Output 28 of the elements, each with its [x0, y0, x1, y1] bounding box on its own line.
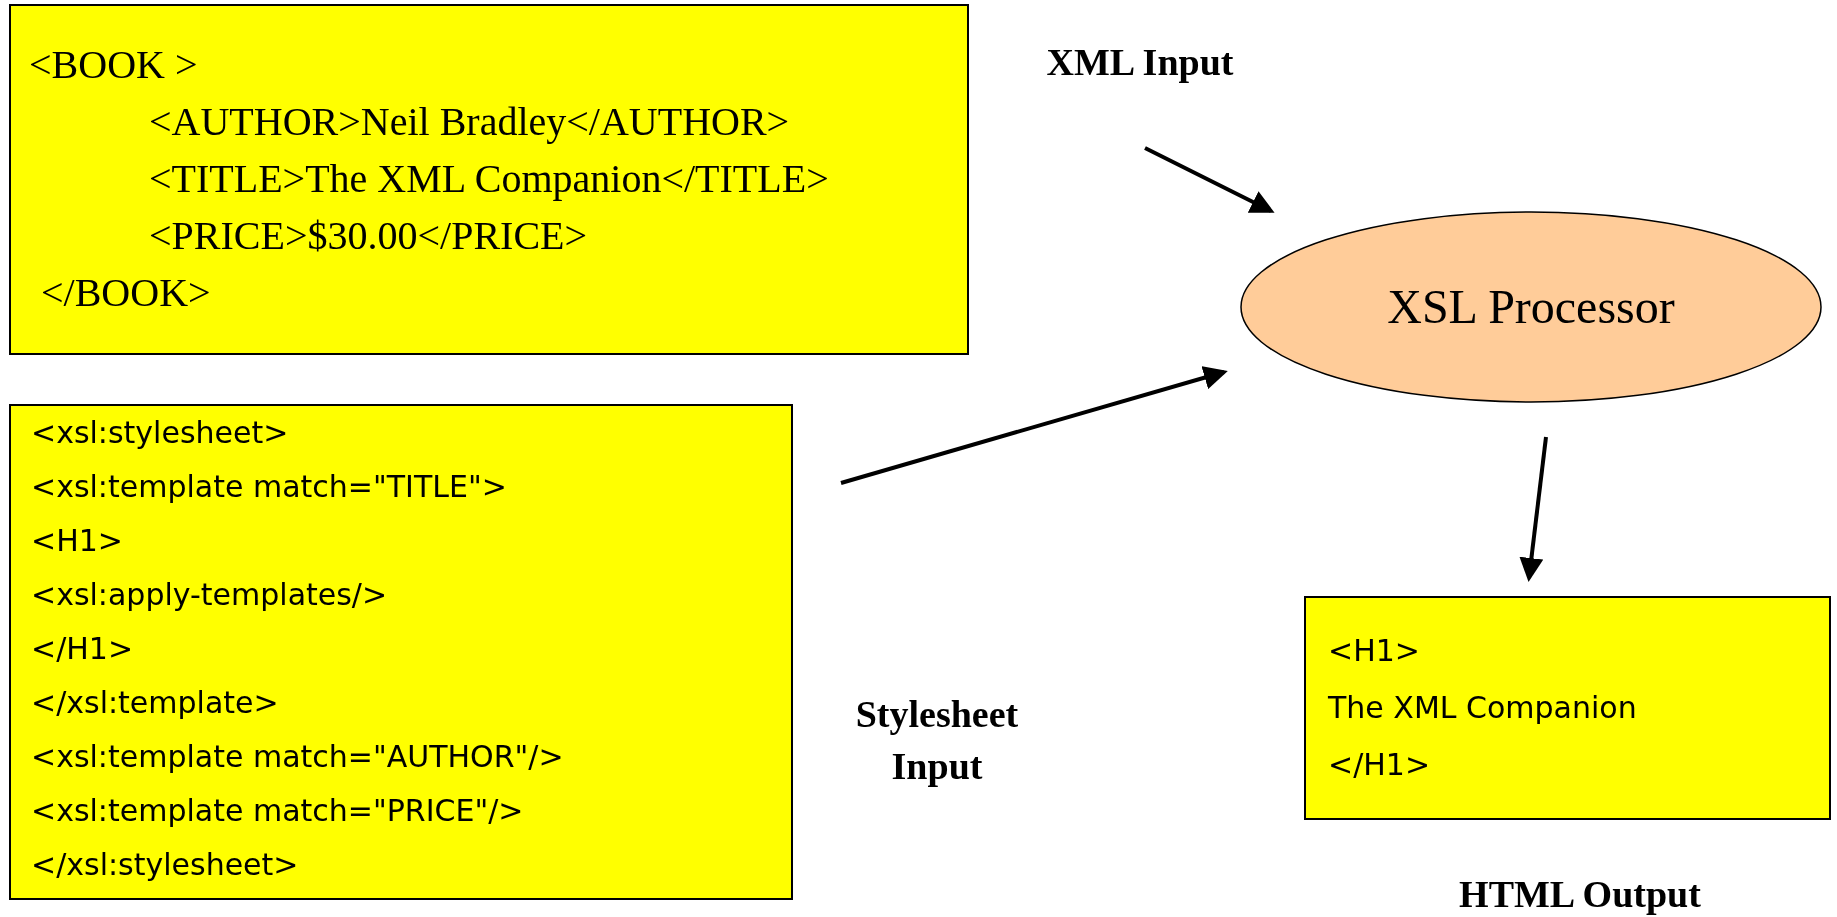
code-line: <xsl:template match="TITLE"> [31, 468, 507, 506]
node-label: XSL Processor [1387, 283, 1675, 331]
code-line: <H1> [31, 522, 123, 560]
code-line: </H1> [31, 630, 134, 668]
process-ellipse [1240, 211, 1822, 403]
code-line: </BOOK> [41, 269, 211, 317]
code-line: <PRICE>$30.00</PRICE> [149, 212, 588, 260]
arrow [1144, 146, 1275, 213]
node-label: Stylesheet Input [854, 692, 1020, 789]
code-line: <xsl:template match="AUTHOR"/> [31, 738, 564, 776]
code-box [9, 4, 969, 355]
code-line: <xsl:apply-templates/> [31, 576, 388, 614]
code-line: <AUTHOR>Neil Bradley</AUTHOR> [149, 98, 790, 146]
code-line: <xsl:template match="PRICE"/> [31, 792, 524, 830]
input-label: XML Input [1046, 43, 1234, 81]
code-line: </H1> [1328, 746, 1431, 784]
code-line: The XML Companion [1328, 689, 1637, 727]
code-box [1304, 596, 1831, 820]
arrow [840, 366, 1228, 485]
code-line: </xsl:stylesheet> [31, 846, 299, 884]
code-box [9, 404, 793, 900]
code-line: <xsl:stylesheet> [31, 414, 289, 452]
code-line: <TITLE>The XML Companion</TITLE> [149, 155, 829, 203]
code-line: <H1> [1328, 632, 1420, 670]
code-line: </xsl:template> [31, 684, 279, 722]
arrow [1519, 436, 1548, 582]
node-label: HTML Output [1458, 872, 1702, 917]
code-line: <BOOK > [29, 41, 198, 89]
